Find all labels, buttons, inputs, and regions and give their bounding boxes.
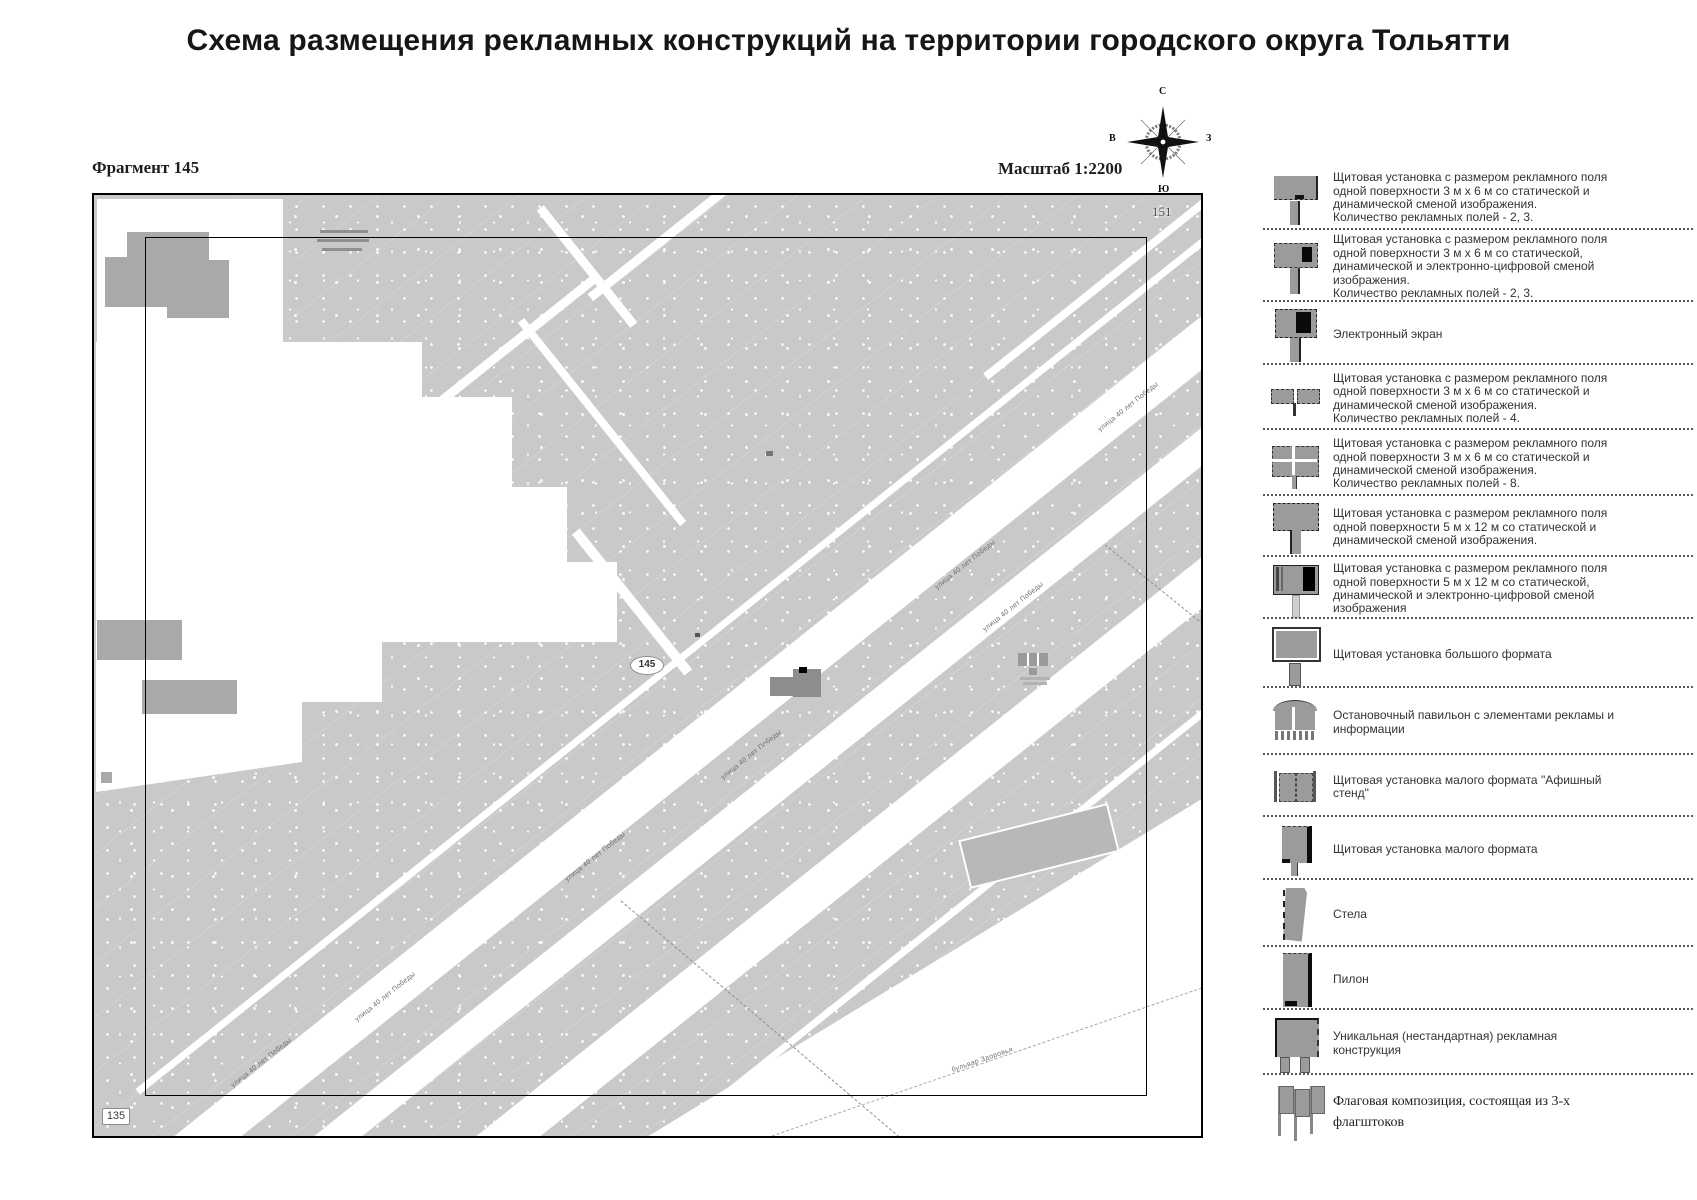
stela-icon [1271, 886, 1319, 944]
legend-separator [1263, 428, 1693, 430]
electronic-screen-icon [1271, 306, 1319, 364]
legend-row: Щитовая установка малого формата "Афишны… [1263, 759, 1697, 815]
legend-separator [1263, 363, 1693, 365]
legend-row: Электронный экран [1263, 306, 1697, 363]
point-mark [766, 451, 773, 456]
legend-text: Щитовая установка с размером рекламного … [1333, 370, 1608, 425]
billboard-3x6-static-4-icon [1271, 370, 1320, 428]
billboard-large-format-icon [1271, 626, 1321, 686]
building-shape [101, 772, 112, 783]
legend-separator [1263, 228, 1693, 230]
map-symbol [1029, 668, 1037, 675]
billboard-5x12-static-icon [1271, 499, 1319, 557]
compass-rose-graphic [1127, 106, 1199, 178]
building-shape [793, 669, 821, 697]
small-format-icon [1271, 821, 1319, 879]
compass-letter-north: С [1159, 86, 1167, 97]
legend-separator [1263, 686, 1693, 688]
point-mark [695, 633, 700, 637]
unique-structure-icon [1271, 1015, 1319, 1073]
billboard-3x6-static-8-icon [1271, 435, 1319, 493]
compass-letter-east-side: З [1206, 133, 1212, 144]
tiny-label-mark [1023, 682, 1047, 685]
legend-row: Стела [1263, 884, 1697, 945]
building-shape [167, 260, 229, 318]
legend-separator [1263, 1008, 1693, 1010]
legend-text: Уникальная (нестандартная) рекламная кон… [1333, 1029, 1558, 1057]
legend-separator [1263, 494, 1693, 496]
legend-separator [1263, 945, 1693, 947]
legend-row: Щитовая установка с размером рекламного … [1263, 369, 1697, 428]
building-shape [105, 257, 167, 307]
legend-row: Щитовая установка малого формата [1263, 821, 1697, 878]
bus-shelter-icon [1271, 694, 1319, 752]
legend-separator [1263, 753, 1693, 755]
legend-text: Щитовая установка большого формата [1333, 646, 1552, 661]
adjacent-fragment-151: 151 [1152, 204, 1172, 219]
legend-text: Щитовая установка малого формата [1333, 841, 1538, 856]
tiny-label-mark [320, 230, 368, 233]
tiny-label-mark [317, 239, 369, 242]
legend-separator [1263, 1073, 1693, 1075]
legend-row: Остановочный павильон с элементами рекла… [1263, 692, 1697, 753]
compass-letter-south: Ю [1158, 184, 1170, 195]
billboard-5x12-digital-icon [1271, 560, 1319, 618]
building-mark [799, 667, 807, 673]
legend-text: Щитовая установка с размером рекламного … [1333, 561, 1608, 616]
inner-map-frame [145, 237, 1147, 1096]
tiny-label-mark [322, 248, 362, 251]
adjacent-fragment-135: 135 [102, 1108, 130, 1125]
compass-letter-west-side: В [1109, 133, 1116, 144]
fragment-label: Фрагмент 145 [92, 158, 200, 177]
legend-row: Щитовая установка с размером рекламного … [1263, 560, 1697, 618]
legend-separator [1263, 815, 1693, 817]
legend-separator [1263, 617, 1693, 619]
billboard-3x6-digital-2-3-icon [1271, 238, 1319, 296]
map-canvas: улица 40 лет Победы улица 40 лет Победы … [92, 193, 1203, 1138]
tiny-label-mark [1020, 677, 1050, 680]
legend-text: Флаговая композиция, состоящая из 3-х фл… [1333, 1094, 1571, 1130]
fragment-oval-145: 145 [630, 656, 664, 675]
legend-text: Стела [1333, 906, 1367, 921]
legend-separator [1263, 300, 1693, 302]
legend-row: Щитовая установка с размером рекламного … [1263, 500, 1697, 555]
legend-text: Электронный экран [1333, 326, 1443, 341]
building-shape [1018, 653, 1048, 666]
building-shape [127, 232, 209, 260]
legend-row: Щитовая установка большого формата [1263, 623, 1697, 686]
legend-text: Пилон [1333, 971, 1369, 986]
legend-text: Щитовая установка с размером рекламного … [1333, 506, 1608, 548]
billboard-3x6-static-2-3-icon [1271, 169, 1319, 227]
compass-rose [1125, 104, 1201, 180]
legend-row: Щитовая установка с размером рекламного … [1263, 168, 1697, 228]
flag-composition-icon [1271, 1083, 1325, 1141]
scale-label: Масштаб 1:2200 [998, 159, 1123, 178]
legend-text: Щитовая установка с размером рекламного … [1333, 232, 1608, 301]
building-shape [97, 620, 182, 660]
legend-row: Щитовая установка с размером рекламного … [1263, 232, 1697, 301]
legend-text: Щитовая установка малого формата "Афишны… [1333, 772, 1602, 800]
legend-text: Остановочный павильон с элементами рекла… [1333, 708, 1615, 736]
legend-row: Уникальная (нестандартная) рекламная кон… [1263, 1014, 1697, 1073]
building-shape [142, 680, 237, 714]
legend-text: Щитовая установка с размером рекламного … [1333, 170, 1608, 225]
page-title: Схема размещения рекламных конструкций н… [186, 24, 1511, 57]
legend-row: Щитовая установка с размером рекламного … [1263, 434, 1697, 494]
building-shape [770, 677, 794, 696]
poster-stand-icon [1271, 758, 1319, 816]
legend-separator [1263, 878, 1693, 880]
legend-row: Пилон [1263, 951, 1697, 1008]
legend-text: Щитовая установка с размером рекламного … [1333, 436, 1608, 491]
legend-row: Флаговая композиция, состоящая из 3-х фл… [1263, 1079, 1697, 1145]
legend-separator [1263, 555, 1693, 557]
pylon-icon [1271, 951, 1319, 1009]
